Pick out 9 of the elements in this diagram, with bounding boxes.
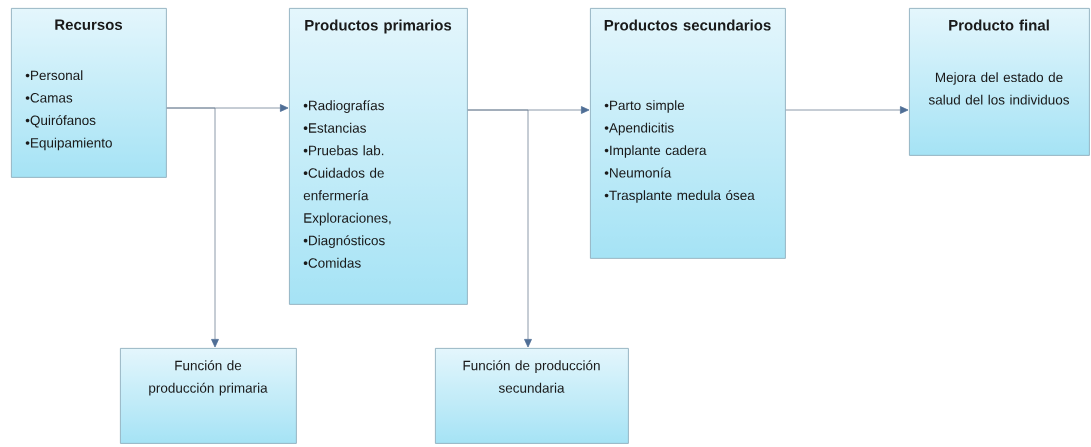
arrow <box>467 109 532 348</box>
process-box: Productos secundarios •Parto simple •Apendicitis •Implante cadera •Neumonía •Trasplante medula ósea <box>590 8 786 259</box>
arrow <box>785 106 909 114</box>
process-box: Productos primarios •Radiografías •Estancias •Pruebas lab. •Cuidados de enfermería Exploraciones, •Diagnósticos •Comidas <box>289 8 468 305</box>
arrow <box>166 107 219 348</box>
process-box: Función de producción primaria <box>120 348 297 444</box>
process-box: Función de producción secundaria <box>435 348 629 444</box>
process-box: Recursos •Personal •Camas •Quirófanos •Equipamiento <box>11 8 167 178</box>
process-box: Producto final Mejora del estado de salud del los individuos <box>909 8 1090 156</box>
